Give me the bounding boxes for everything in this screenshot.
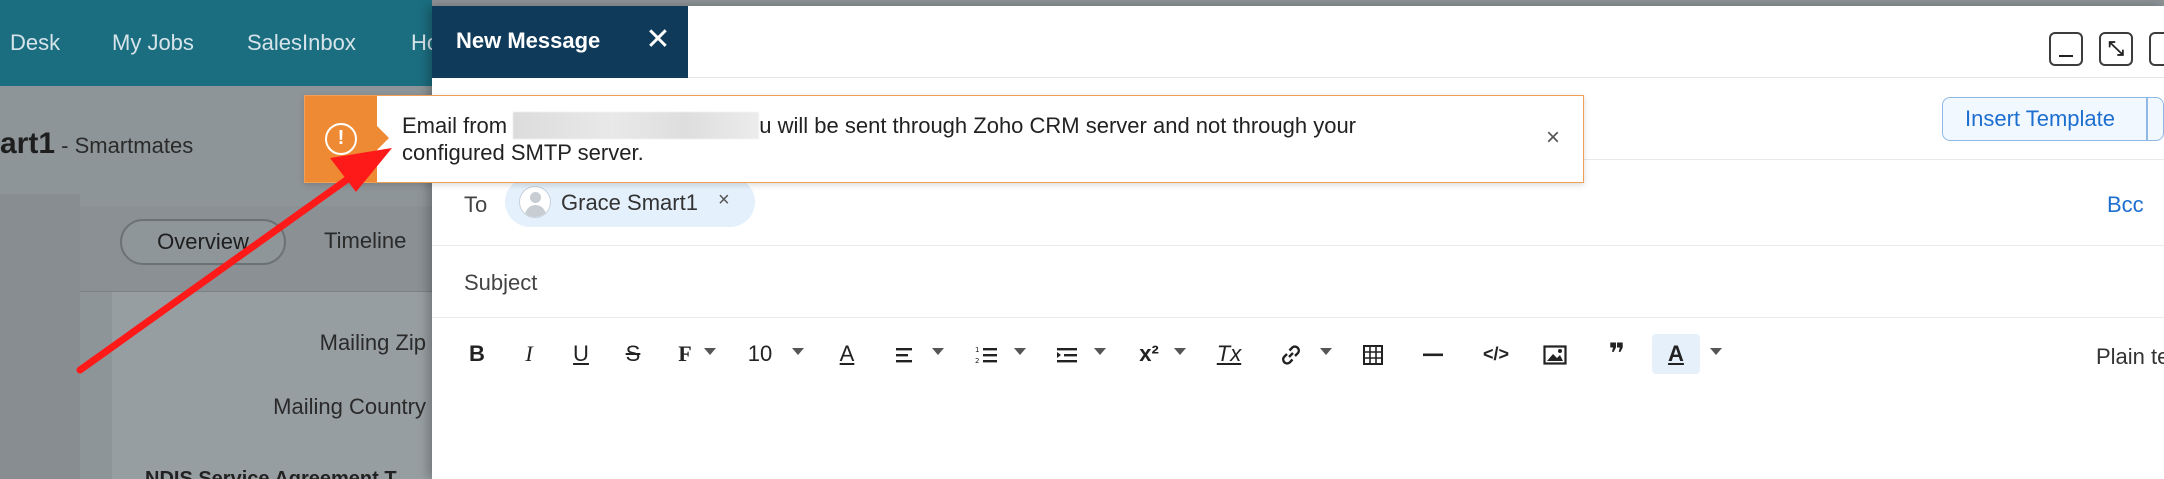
chevron-down-icon[interactable] bbox=[1014, 348, 1026, 355]
left-rail bbox=[0, 194, 80, 479]
horizontal-rule-icon[interactable] bbox=[1416, 334, 1450, 374]
svg-text:2: 2 bbox=[975, 357, 979, 365]
link-icon[interactable] bbox=[1274, 334, 1308, 374]
insert-template-button[interactable]: Insert Template bbox=[1942, 97, 2164, 141]
section-title: NDIS Service Agreement T bbox=[145, 468, 397, 479]
recipient-chip[interactable]: Grace Smart1 × bbox=[505, 177, 755, 227]
font-size-select[interactable]: 10 bbox=[747, 341, 773, 366]
spellcheck-icon[interactable]: A bbox=[1652, 334, 1700, 374]
quote-icon[interactable]: ❞ bbox=[1608, 338, 1626, 369]
text-color-icon[interactable]: A bbox=[839, 341, 855, 366]
avatar-icon bbox=[519, 186, 551, 218]
field-label-mailing-zip: Mailing Zip bbox=[319, 330, 426, 355]
table-icon[interactable] bbox=[1356, 334, 1390, 374]
font-family-icon[interactable]: F bbox=[678, 341, 692, 366]
indent-icon[interactable] bbox=[1052, 334, 1082, 374]
subject-row[interactable] bbox=[432, 246, 2164, 318]
chevron-down-icon[interactable] bbox=[704, 348, 716, 355]
italic-icon[interactable]: I bbox=[525, 341, 533, 366]
close-icon[interactable]: × bbox=[1545, 124, 1560, 151]
nav-item-salesinbox[interactable]: SalesInbox bbox=[247, 30, 356, 55]
notice-strip: ! bbox=[305, 96, 389, 182]
tab-timeline[interactable]: Timeline bbox=[324, 228, 407, 253]
chevron-down-icon[interactable] bbox=[1710, 348, 1722, 355]
insert-template-divider bbox=[2146, 97, 2148, 141]
redacted-email bbox=[513, 112, 760, 139]
image-icon[interactable] bbox=[1538, 334, 1572, 374]
close-icon[interactable]: ✕ bbox=[645, 23, 671, 56]
to-label: To bbox=[464, 192, 488, 217]
notice-message: Email from u will be sent through Zoho C… bbox=[402, 112, 1357, 165]
bold-icon[interactable]: B bbox=[469, 341, 485, 366]
bcc-link[interactable]: Bcc bbox=[2107, 192, 2144, 217]
minimize-icon[interactable] bbox=[2049, 32, 2083, 66]
compose-header: New Message ✕ ⤡ bbox=[432, 6, 2164, 78]
chevron-down-icon[interactable] bbox=[1174, 348, 1186, 355]
field-label-mailing-country: Mailing Country bbox=[273, 394, 426, 419]
maximize-icon[interactable] bbox=[2149, 32, 2164, 66]
code-icon[interactable]: </> bbox=[1482, 344, 1510, 364]
underline-icon[interactable]: U bbox=[573, 341, 589, 366]
crm-top-navigation: Desk My Jobs SalesInbox Ho bbox=[0, 0, 439, 86]
collapse-icon[interactable]: ⤡ bbox=[2099, 32, 2133, 66]
svg-text:1: 1 bbox=[975, 346, 979, 354]
chevron-down-icon[interactable] bbox=[792, 348, 804, 355]
recipient-name: Grace Smart1 bbox=[561, 190, 698, 215]
align-icon[interactable] bbox=[890, 334, 920, 374]
subject-input[interactable]: Subject bbox=[464, 270, 538, 295]
nav-item-desk[interactable]: Desk bbox=[10, 30, 61, 55]
clear-format-icon[interactable]: Tx bbox=[1216, 341, 1242, 366]
record-organization: Smartmates bbox=[74, 133, 194, 158]
to-row bbox=[432, 160, 2164, 246]
tab-overview[interactable]: Overview bbox=[120, 219, 286, 265]
compose-title: New Message bbox=[456, 28, 601, 53]
chevron-down-icon[interactable] bbox=[932, 348, 944, 355]
strikethrough-icon[interactable]: S bbox=[625, 341, 641, 366]
plain-text-toggle[interactable]: Plain te bbox=[2096, 344, 2164, 369]
chevron-down-icon[interactable] bbox=[1094, 348, 1106, 355]
nav-item-my-jobs[interactable]: My Jobs bbox=[112, 30, 194, 55]
smtp-warning-banner: ! Email from u will be sent through Zoho… bbox=[304, 95, 1584, 183]
record-fields: Mailing Zip Mailing Country bbox=[112, 292, 432, 479]
compose-tab[interactable]: New Message ✕ bbox=[432, 6, 688, 78]
chevron-down-icon[interactable] bbox=[1320, 348, 1332, 355]
warning-icon: ! bbox=[325, 123, 357, 155]
superscript-icon[interactable]: x² bbox=[1139, 341, 1159, 366]
record-title: art1 - Smartmates bbox=[0, 127, 194, 160]
compose-window: New Message ✕ ⤡ Insert Template To Grace… bbox=[432, 6, 2164, 479]
remove-recipient-icon[interactable]: × bbox=[718, 189, 730, 211]
